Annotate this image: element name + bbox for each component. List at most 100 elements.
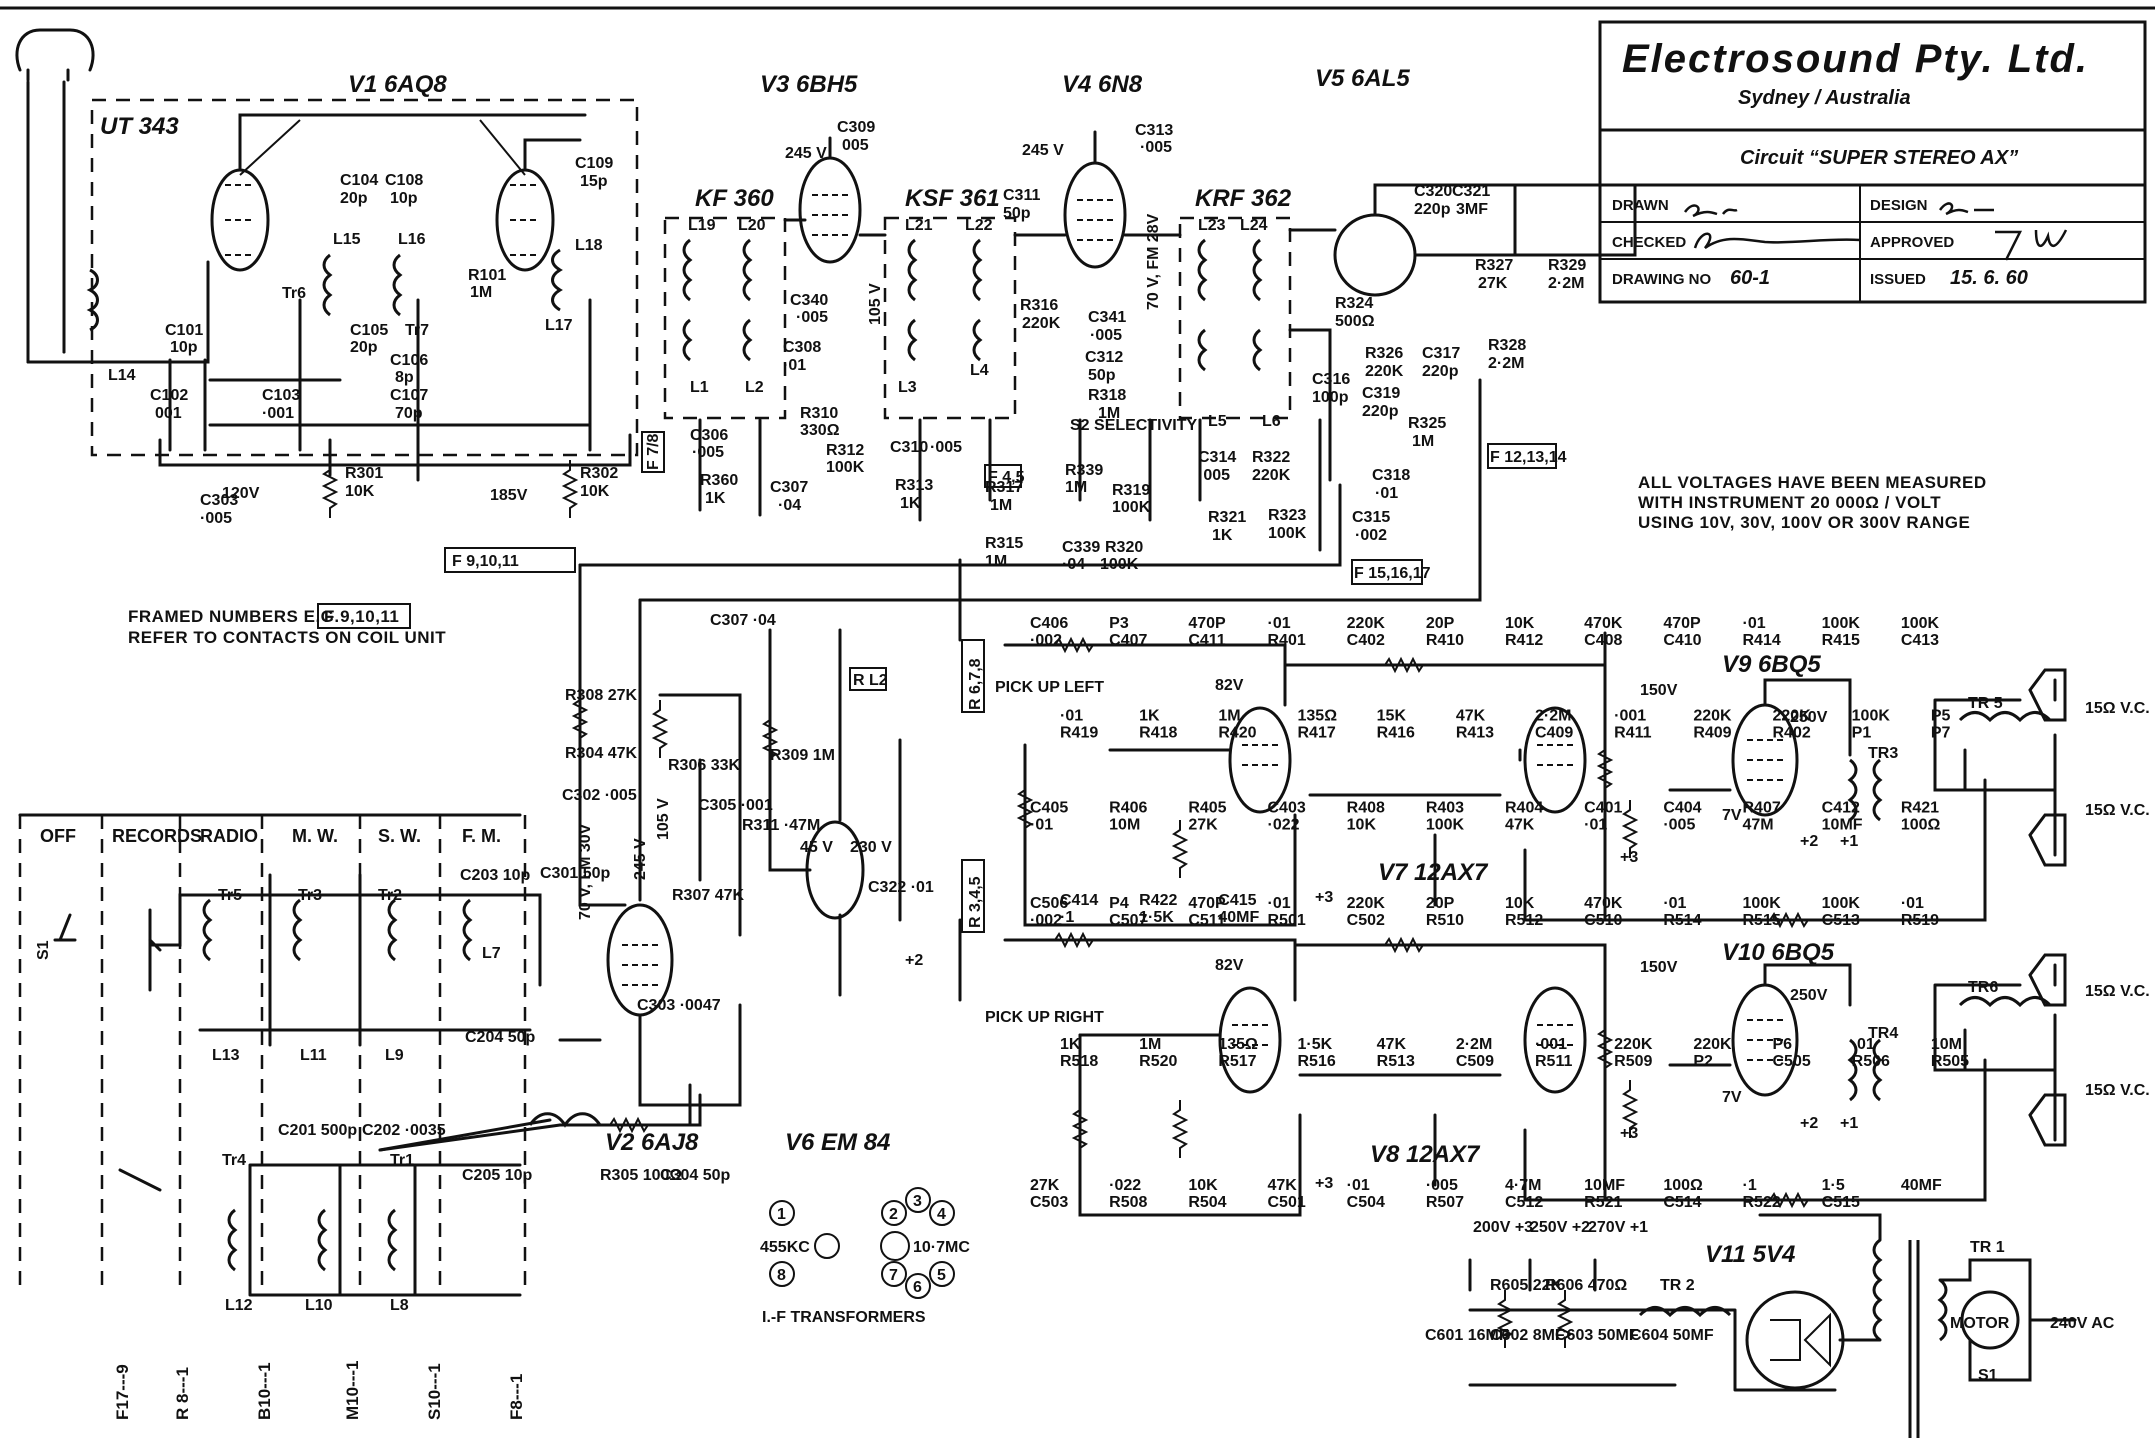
audio_left-designator: C415	[1218, 892, 1256, 909]
svg-text:C307 ·04: C307 ·04	[710, 612, 776, 629]
audio_right-value: C505	[1773, 1053, 1811, 1070]
tr3-label: TR3	[1868, 745, 1898, 762]
svg-text:R321: R321	[1208, 509, 1246, 526]
power-supply: V11 5V4 200V +3 250V +2 270V +1 R605 22K…	[1425, 1213, 2115, 1440]
audio_left-designator: 135Ω	[1298, 707, 1338, 724]
switch-section-f8: F8---1	[507, 1374, 526, 1420]
c303-value: ·005	[200, 510, 232, 527]
svg-text:C302 ·005: C302 ·005	[562, 787, 637, 804]
v8-triode-a	[1218, 986, 1282, 1094]
audio_right-designator: 100K	[1743, 895, 1782, 912]
switch-pos-fm: F. M.	[462, 826, 501, 846]
audio_left-value: ·01	[1584, 817, 1607, 834]
audio_right-value: R520	[1139, 1053, 1177, 1070]
audio_right-designator: ·1	[1743, 1177, 1757, 1194]
plus2-right: +2	[1800, 1115, 1818, 1132]
c303-label: C303	[200, 492, 238, 509]
svg-text:2·2M: 2·2M	[1488, 355, 1524, 372]
switch-pos-off: OFF	[40, 826, 76, 846]
svg-text:105 V: 105 V	[655, 798, 672, 840]
svg-text:R311 ·47M: R311 ·47M	[742, 817, 820, 834]
svg-text:·005: ·005	[1090, 327, 1122, 344]
svg-text:C109: C109	[575, 155, 613, 172]
svg-text:R307 47K: R307 47K	[672, 887, 744, 904]
audio_left-value: ·005	[1663, 817, 1695, 834]
svg-text:Tr1: Tr1	[390, 1152, 414, 1169]
circuit-name: Circuit “SUPER STEREO AX”	[1740, 147, 2018, 169]
audio_left-designator: C406	[1030, 615, 1068, 632]
switch-pos-sw: S. W.	[378, 826, 421, 846]
v10-screen-voltage: 150V	[1640, 959, 1678, 976]
audio_left-designator: 2·2M	[1535, 707, 1571, 724]
audio_left-designator: 470P	[1188, 615, 1226, 632]
v10-cathode-voltage: 7V	[1722, 1089, 1742, 1106]
krf362-frame	[1178, 216, 1292, 420]
audio_right-value: C507	[1109, 912, 1147, 929]
svg-text:L15: L15	[333, 231, 361, 248]
audio_left-value: R417	[1298, 724, 1336, 741]
svg-text:Tr5: Tr5	[218, 887, 242, 904]
audio_left-designator: R403	[1426, 800, 1464, 817]
audio_right-value: C509	[1456, 1053, 1494, 1070]
svg-text:C315: C315	[1352, 509, 1390, 526]
switch-section-m10: M10---1	[343, 1360, 362, 1420]
audio_left-designator: R404	[1505, 800, 1543, 817]
v8-triode-b	[1523, 986, 1587, 1094]
voltage-note-line-3: USING 10V, 30V, 100V OR 300V RANGE	[1638, 513, 1970, 532]
svg-text:C203 10p: C203 10p	[460, 867, 530, 884]
audio_left-designator: 100K	[1852, 707, 1891, 724]
audio_left-designator: R405	[1188, 800, 1226, 817]
audio_right-value: R508	[1109, 1194, 1147, 1211]
svg-text:220p: 220p	[1362, 403, 1399, 420]
svg-text:L24: L24	[1240, 217, 1268, 234]
c603-label: C603 50MF	[1555, 1327, 1639, 1344]
svg-text:C341: C341	[1088, 309, 1126, 326]
checked-signature	[1693, 232, 1861, 250]
v9-screen-voltage: 150V	[1640, 682, 1678, 699]
audio_left-designator: P3	[1109, 615, 1129, 632]
r606-label: R606 470Ω	[1545, 1277, 1627, 1294]
audio_right-value: C504	[1347, 1194, 1385, 1211]
svg-text:L11: L11	[300, 1047, 327, 1064]
design-signature	[1938, 202, 1994, 216]
mains-switch-label: S1	[1978, 1367, 1998, 1384]
svg-text:27K: 27K	[1478, 275, 1508, 292]
svg-text:R316: R316	[1020, 297, 1058, 314]
audio_left-designator: ·001	[1614, 707, 1646, 724]
svg-text:1K: 1K	[900, 495, 921, 512]
audio_right-designator: 4·7M	[1505, 1177, 1541, 1194]
svg-text:L1: L1	[690, 379, 709, 396]
v3-voltage-label: 245 V	[785, 145, 827, 162]
svg-text:R318: R318	[1088, 387, 1126, 404]
framed-note-example: F 9,10,11	[324, 607, 399, 626]
svg-text:R323: R323	[1268, 507, 1306, 524]
audio_right-value: R511	[1535, 1053, 1572, 1070]
audio_right-designator: 2·2M	[1456, 1036, 1492, 1053]
svg-text:1K: 1K	[1212, 527, 1233, 544]
svg-text:L16: L16	[398, 231, 426, 248]
svg-text:50p: 50p	[1003, 205, 1031, 222]
svg-text:C309: C309	[837, 119, 875, 136]
switch-section-b10: B10---1	[255, 1362, 274, 1420]
audio_left-designator: 470K	[1584, 615, 1623, 632]
audio_right-value: C511	[1188, 912, 1225, 929]
audio_right-designator: 40MF	[1901, 1177, 1942, 1194]
audio_right-designator: 470K	[1584, 895, 1623, 912]
audio_left-value: R419	[1060, 724, 1098, 741]
audio_left-value: ·01	[1030, 817, 1053, 834]
kf360-frame	[663, 216, 787, 420]
svg-text:·005: ·005	[930, 439, 962, 456]
motor-label: MOTOR	[1950, 1315, 2010, 1332]
audio_left-value: P7	[1931, 724, 1951, 741]
svg-text:C321: C321	[1452, 183, 1490, 200]
switch-section-r8: R 8---1	[173, 1367, 192, 1420]
audio_right-value: R504	[1188, 1194, 1226, 1211]
svg-text:L3: L3	[898, 379, 917, 396]
svg-text:Tr3: Tr3	[298, 887, 322, 904]
svg-text:20p: 20p	[340, 190, 368, 207]
audio_left-value: 47K	[1505, 817, 1535, 834]
pickup-right-label: PICK UP RIGHT	[985, 1009, 1104, 1026]
audio_right-value: R512	[1505, 912, 1543, 929]
audio-channel-right: V8 12AX7 V10 6BQ5 TR4 TR6 15Ω V.C. 15Ω V…	[958, 859, 2155, 1217]
v1-component-labels: C101 10p C102 001 C103 ·001 C104 20p C10…	[108, 155, 613, 422]
